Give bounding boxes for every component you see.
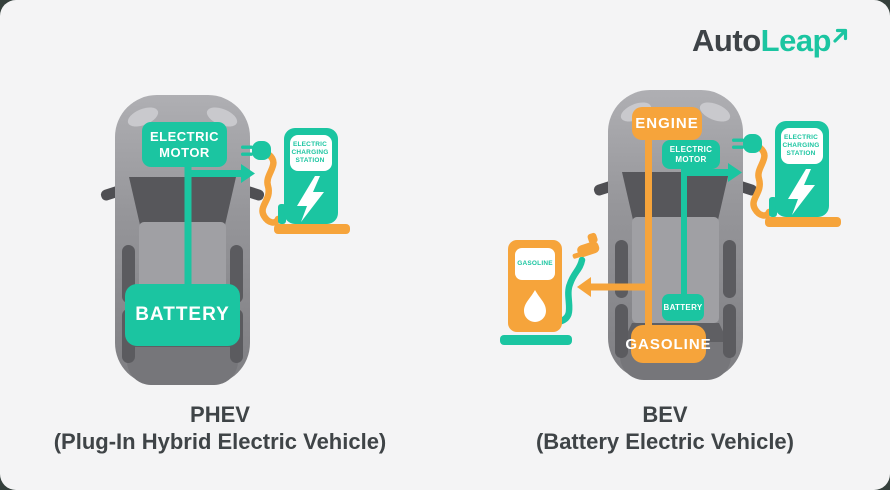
bev-charging-station-label: ELECTRIC CHARGING STATION: [782, 134, 820, 157]
logo-text-auto: Auto: [692, 23, 761, 58]
bev-diagram: ENGINE ELECTRIC MOTOR BATTERY GASOLINE E…: [495, 85, 845, 395]
engine-gasoline-connector-line: [645, 135, 652, 330]
bev-engine-label: ENGINE: [635, 115, 699, 132]
phev-electric-motor-box: ELECTRIC MOTOR: [142, 122, 227, 167]
charging-station-icon: [732, 121, 841, 227]
bev-electric-motor-box: ELECTRIC MOTOR: [662, 140, 720, 169]
station-base: [274, 224, 350, 234]
logo-arrow-icon: [833, 28, 848, 43]
bev-gasoline-box: GASOLINE: [625, 325, 711, 363]
bev-gasoline-label: GASOLINE: [625, 335, 712, 353]
fuel-arrow-left: [577, 277, 650, 297]
bev-subtitle: (Battery Electric Vehicle): [535, 429, 794, 454]
fuel-drop-icon: [524, 290, 546, 322]
pump-hose: [554, 256, 586, 326]
pump-base: [500, 335, 572, 345]
phev-diagram: ELECTRIC MOTOR BATTERY ELECTRIC CHARGING…: [40, 90, 370, 400]
plug-icon: [241, 141, 271, 160]
charging-cable: [750, 143, 773, 219]
charge-arrow-right: [188, 164, 255, 183]
logo-text-leap: Leap: [760, 23, 832, 58]
phev-caption: PHEV (Plug-In Hybrid Electric Vehicle): [15, 401, 425, 456]
bev-battery-box: BATTERY: [662, 294, 704, 321]
charging-station-icon: [241, 128, 350, 234]
station-base: [765, 217, 841, 227]
lightning-bolt-icon: [297, 176, 324, 222]
phev-title: PHEV: [190, 402, 250, 427]
gas-pump-icon: [500, 232, 600, 345]
bev-title: BEV: [642, 402, 688, 427]
bev-caption: BEV (Battery Electric Vehicle): [460, 401, 870, 456]
motor-battery-connector-line: [681, 165, 687, 297]
phev-charging-station-label: ELECTRIC CHARGING STATION: [291, 141, 329, 164]
phev-battery-label: BATTERY: [135, 304, 230, 325]
lightning-bolt-icon: [788, 169, 815, 215]
plug-icon: [732, 134, 762, 153]
phev-battery-box: BATTERY: [125, 284, 240, 346]
bev-engine-box: ENGINE: [632, 107, 702, 140]
bev-electric-motor-label: ELECTRIC MOTOR: [669, 145, 713, 164]
charge-arrow-right: [684, 163, 742, 182]
pump-nozzle-icon: [572, 232, 600, 259]
phev-electric-motor-label: ELECTRIC MOTOR: [150, 128, 219, 160]
bev-pump-label: GASOLINE: [517, 259, 553, 267]
motor-battery-connector-line: [184, 160, 192, 290]
bev-battery-label: BATTERY: [663, 303, 703, 312]
phev-subtitle: (Plug-In Hybrid Electric Vehicle): [53, 429, 387, 454]
charging-cable: [259, 150, 282, 226]
